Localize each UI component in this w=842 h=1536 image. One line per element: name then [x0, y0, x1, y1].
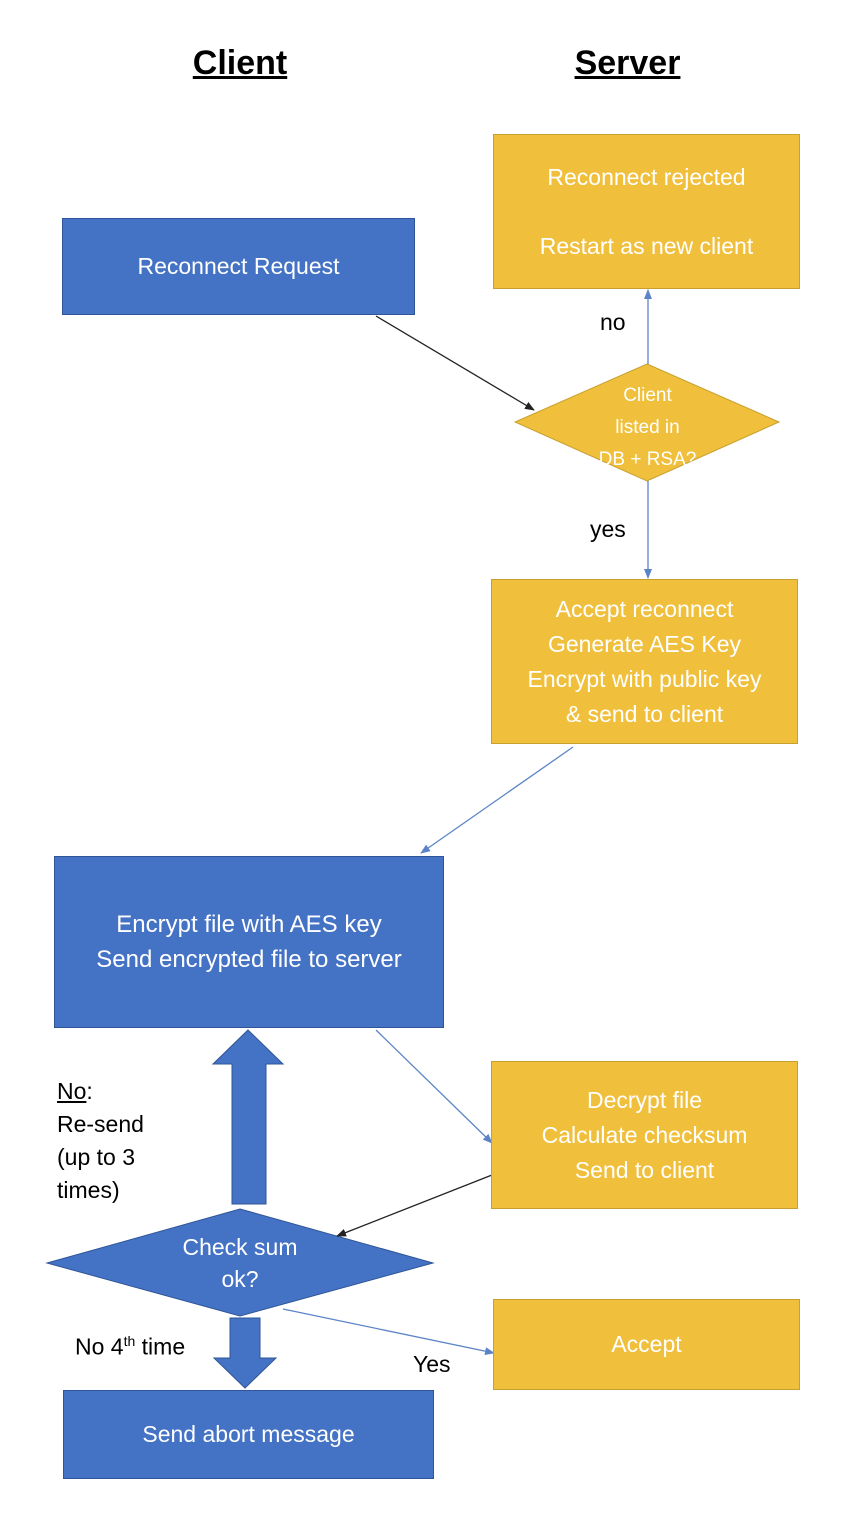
reconnect-rejected-line2: Restart as new client — [539, 232, 754, 259]
accept-reconnect-line3: Encrypt with public key — [527, 665, 762, 692]
resend-label: No: Re-send (up to 3 times) — [57, 1075, 144, 1207]
send-abort-box: Send abort message — [63, 1390, 434, 1479]
checksum-line1: Check sum — [182, 1234, 298, 1260]
decrypt-file-line2: Calculate checksum — [541, 1121, 748, 1148]
yes-label: yes — [590, 516, 626, 542]
no-fourth-time-label: No 4th time — [75, 1325, 185, 1364]
accept-reconnect-box: Accept reconnect Generate AES Key Encryp… — [491, 579, 798, 744]
resend-label-line2: Re-send — [57, 1111, 144, 1137]
accept-box: Accept — [493, 1299, 800, 1390]
arrow-file-to-server — [375, 1029, 493, 1144]
arrow-yes-to-accept — [282, 1308, 495, 1356]
no-label: no — [600, 309, 626, 335]
client-listed-line2: listed in — [615, 417, 680, 438]
abort-block-arrow — [212, 1317, 278, 1389]
no-fourth-sup: th — [123, 1333, 136, 1349]
decrypt-file-box: Decrypt file Calculate checksum Send to … — [491, 1061, 798, 1209]
checksum-line2: ok? — [221, 1266, 259, 1292]
arrow-checksum-to-client — [336, 1174, 493, 1237]
resend-block-arrow — [211, 1029, 285, 1205]
arrow-request-to-check — [375, 315, 535, 411]
no-fourth-post: time — [135, 1333, 186, 1360]
decrypt-file-line1: Decrypt file — [586, 1086, 703, 1113]
accept-reconnect-line2: Generate AES Key — [547, 630, 742, 657]
resend-label-line3: (up to 3 — [57, 1144, 135, 1170]
accept-text: Accept — [611, 1331, 682, 1357]
yes-accept-label: Yes — [413, 1351, 451, 1377]
send-abort-text: Send abort message — [142, 1421, 355, 1447]
resend-label-line1: No: — [57, 1075, 144, 1108]
reconnect-rejected-box: Reconnect rejected Restart as new client — [493, 134, 800, 289]
client-listed-text: Client listed in DB + RSA? — [580, 380, 715, 476]
decrypt-file-line3: Send to client — [574, 1156, 715, 1183]
client-listed-diamond — [513, 363, 781, 482]
client-header: Client — [192, 44, 288, 82]
reconnect-request-box: Reconnect Request — [62, 218, 415, 315]
encrypt-file-line1: Encrypt file with AES key — [116, 911, 382, 938]
encrypt-file-box: Encrypt file with AES key Send encrypted… — [54, 856, 444, 1028]
checksum-diamond — [45, 1208, 435, 1317]
reconnect-request-text: Reconnect Request — [137, 253, 340, 279]
resend-colon: : — [86, 1078, 93, 1104]
accept-reconnect-line1: Accept reconnect — [555, 595, 734, 622]
resend-no-word: No — [57, 1078, 87, 1104]
client-listed-line3: DB + RSA? — [598, 449, 697, 470]
client-listed-line1: Client — [623, 385, 672, 406]
encrypt-file-line2: Send encrypted file to server — [96, 946, 402, 973]
reconnect-rejected-line1: Reconnect rejected — [547, 163, 746, 190]
arrow-key-to-client — [420, 746, 574, 854]
resend-label-line4: times) — [57, 1177, 120, 1203]
server-header: Server — [574, 44, 681, 82]
accept-reconnect-line4: & send to client — [565, 700, 724, 727]
checksum-text: Check sum ok? — [150, 1231, 330, 1295]
no-fourth-pre: No 4 — [75, 1333, 124, 1360]
